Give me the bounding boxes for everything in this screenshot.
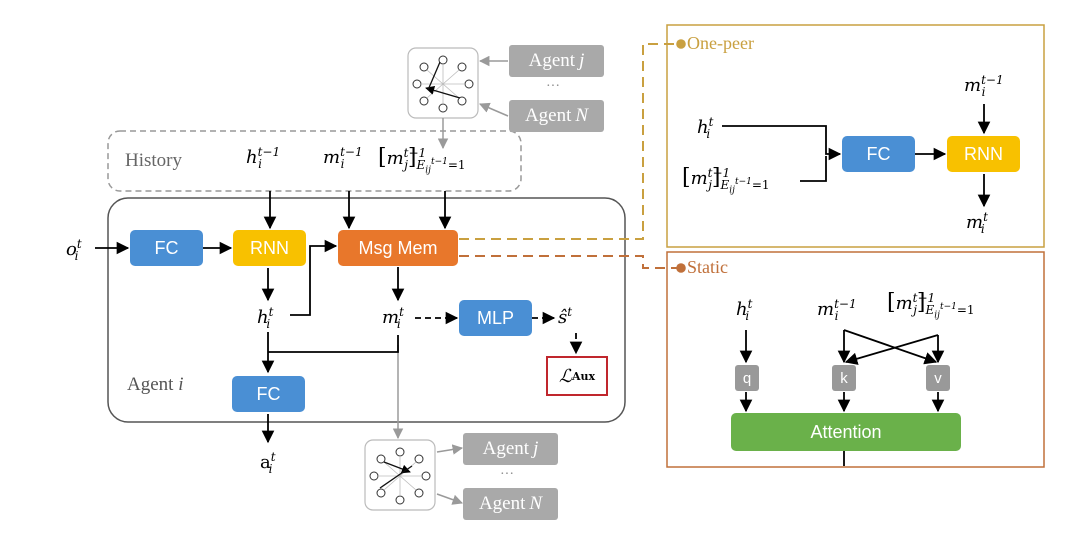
history-mj-symbol: [mt−1j]Eijt−1=1 <box>378 145 466 175</box>
agent-j-var: j <box>579 50 585 71</box>
agent-j-label: Agent <box>528 50 576 71</box>
fc-input-block: FC <box>130 230 203 266</box>
mlp-block: MLP <box>459 300 532 336</box>
history-label: History <box>125 150 182 171</box>
static-mj-symbol: [mt−1j]Eijt−1=1 <box>887 290 975 320</box>
one-peer-m-out-symbol: mti <box>966 210 988 236</box>
observation-symbol: oti <box>66 237 82 263</box>
attention-label: Attention <box>810 421 882 442</box>
one-peer-panel <box>666 24 1045 248</box>
network-icon-top <box>407 47 479 119</box>
rnn-label: RNN <box>250 237 289 258</box>
network-icon-bottom <box>364 439 436 511</box>
fc-input-label: FC <box>154 237 179 258</box>
one-peer-connector <box>459 39 686 240</box>
agent-i-label: Agent i <box>127 374 184 395</box>
static-m-symbol: mt−1i <box>817 297 857 323</box>
agent-n-var: N <box>529 493 543 514</box>
message-symbol: mti <box>382 305 404 331</box>
agent-n-var: N <box>575 105 589 126</box>
static-panel <box>666 251 1045 468</box>
hidden-state-symbol: hti <box>257 305 274 331</box>
one-peer-rnn-block: RNN <box>947 136 1020 172</box>
one-peer-fc-block: FC <box>842 136 915 172</box>
one-peer-m-in-symbol: mt−1i <box>964 73 1004 99</box>
agent-frame <box>107 197 626 423</box>
history-frame <box>107 130 522 192</box>
state-estimate-symbol: ŝt <box>558 305 573 328</box>
msg-mem-label: Msg Mem <box>358 237 438 258</box>
key-block: k <box>832 365 856 391</box>
fc-output-label: FC <box>256 383 281 404</box>
action-symbol: ati <box>260 450 276 476</box>
history-h-symbol: ht−1i <box>246 145 281 171</box>
static-title: Static <box>687 257 728 277</box>
key-label: k <box>840 369 848 387</box>
one-peer-rnn-label: RNN <box>964 143 1003 164</box>
agent-n-label: Agent <box>478 493 526 514</box>
agents-dots-bottom: ··· <box>500 467 514 482</box>
value-label: v <box>934 369 942 387</box>
agent-j-var: j <box>533 438 539 459</box>
one-peer-h-symbol: hti <box>697 115 714 141</box>
mlp-label: MLP <box>476 307 514 328</box>
fc-output-block: FC <box>232 376 305 412</box>
rnn-block: RNN <box>233 230 306 266</box>
attention-block: Attention <box>731 413 961 451</box>
agents-dots-top: ··· <box>546 79 560 94</box>
one-peer-mj-symbol: [mt−1j]Eijt−1=1 <box>682 165 770 195</box>
value-block: v <box>926 365 950 391</box>
history-m-symbol: mt−1i <box>323 145 363 171</box>
one-peer-fc-label: FC <box>866 143 891 164</box>
static-h-symbol: hti <box>736 297 753 323</box>
query-label: q <box>742 369 752 387</box>
one-peer-title: One-peer <box>687 33 754 53</box>
msg-mem-block: Msg Mem <box>338 230 458 266</box>
agent-j-label: Agent <box>482 438 530 459</box>
agent-n-label: Agent <box>524 105 572 126</box>
query-block: q <box>735 365 759 391</box>
static-connector <box>459 255 686 273</box>
